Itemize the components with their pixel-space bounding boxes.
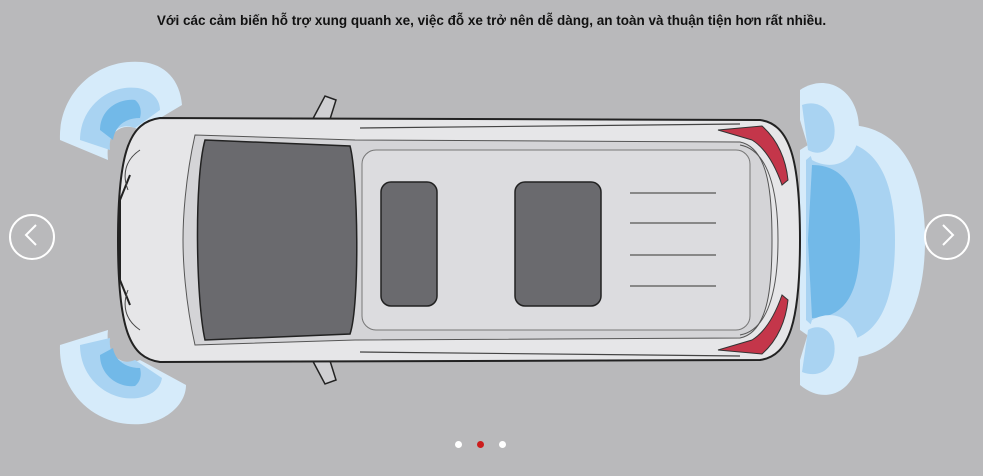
- slide-caption: Với các cảm biến hỗ trợ xung quanh xe, v…: [156, 13, 827, 28]
- sensor-field-rear: [800, 83, 925, 395]
- carousel-next-button[interactable]: [924, 214, 970, 260]
- sensor-field-front-left: [59, 61, 183, 160]
- carousel-dot-3[interactable]: [499, 441, 506, 448]
- car-top-view: [116, 95, 802, 385]
- carousel-prev-button[interactable]: [9, 214, 55, 260]
- carousel-dot-2[interactable]: [477, 441, 484, 448]
- chevron-left-icon: [22, 223, 42, 252]
- chevron-right-icon: [937, 223, 957, 252]
- sensor-field-rear-left: [59, 330, 187, 425]
- carousel-dot-1[interactable]: [455, 441, 462, 448]
- carousel-pagination: [455, 441, 506, 448]
